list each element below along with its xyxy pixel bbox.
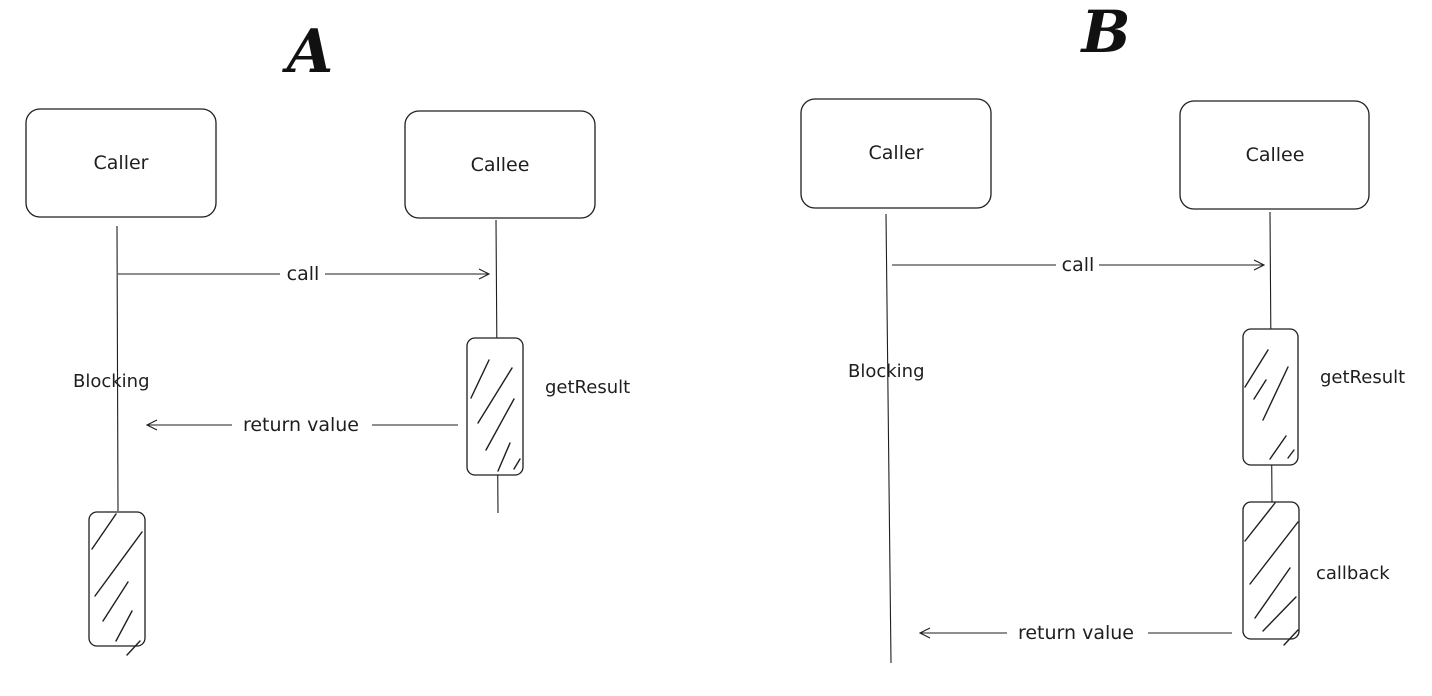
caller-lifeline-a	[116, 225, 119, 512]
call-label-b: call	[1062, 254, 1095, 276]
blocking-label-a: Blocking	[73, 371, 150, 392]
call-arrow-b: call	[892, 254, 1264, 276]
return-label-b: return value	[1018, 622, 1134, 644]
callback-activation-b: callback	[1242, 501, 1390, 646]
caller-box-a: Caller	[25, 108, 217, 218]
get-result-label-b: getResult	[1320, 367, 1405, 388]
get-result-activation-a: getResult	[466, 337, 630, 476]
caller-activation-a	[88, 511, 146, 656]
callee-label-b: Callee	[1246, 144, 1305, 166]
diagram-a-title: A	[282, 17, 334, 87]
caller-label-a: Caller	[94, 152, 149, 174]
return-arrow-b: return value	[920, 622, 1232, 644]
blocking-label-b: Blocking	[848, 361, 925, 382]
callback-label-b: callback	[1316, 563, 1390, 584]
caller-label-b: Caller	[869, 142, 924, 164]
get-result-label-a: getResult	[545, 377, 630, 398]
diagram-b-title: B	[1079, 0, 1130, 66]
caller-box-b: Caller	[800, 98, 992, 209]
diagram-b: B Caller Callee call Blocking getResult	[800, 0, 1405, 664]
get-result-activation-b: getResult	[1242, 328, 1405, 466]
diagram-a: A Caller Callee call Blocking getResult	[25, 17, 630, 656]
callee-box-b: Callee	[1179, 100, 1370, 210]
return-arrow-a: return value	[147, 414, 458, 436]
caller-lifeline-b	[885, 213, 892, 664]
return-label-a: return value	[243, 414, 359, 436]
call-arrow-a: call	[118, 263, 489, 285]
call-label-a: call	[287, 263, 320, 285]
callee-box-a: Callee	[404, 110, 596, 219]
callee-label-a: Callee	[471, 154, 530, 176]
